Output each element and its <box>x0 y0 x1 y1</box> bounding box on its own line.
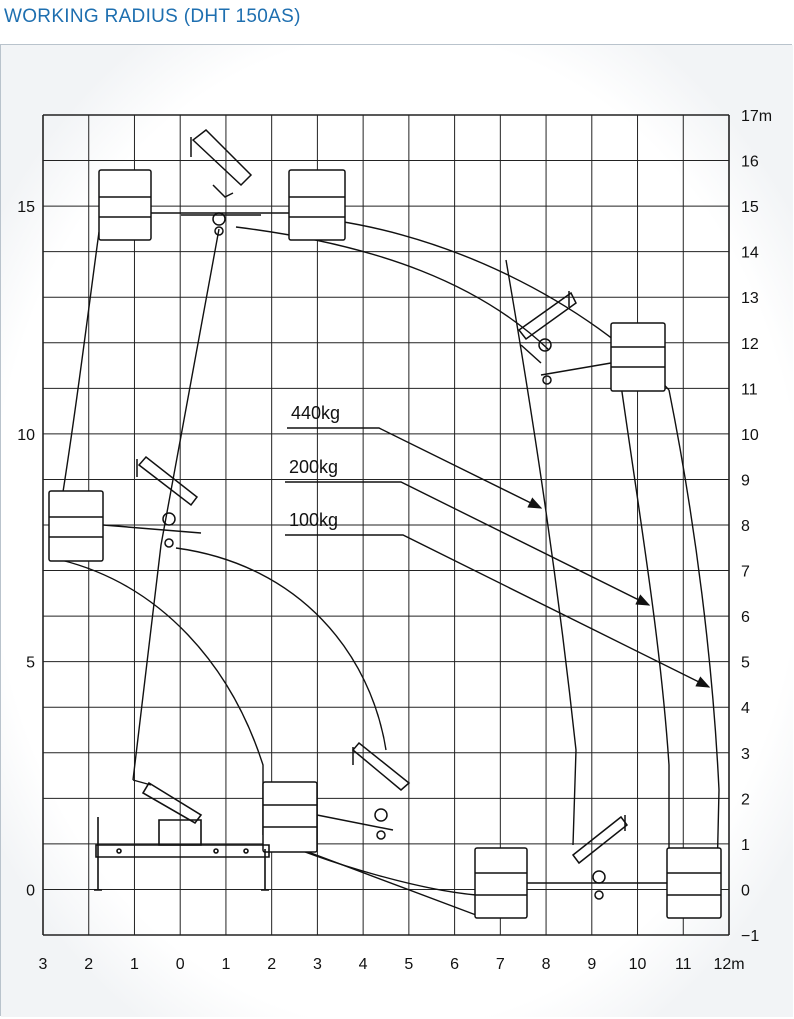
x-tick-label: 0 <box>176 956 185 973</box>
x-tick-label: 2 <box>267 956 276 973</box>
platform-bottom-right-a <box>474 847 528 919</box>
right-y-tick-label: 0 <box>741 882 750 899</box>
grid <box>42 114 730 936</box>
x-tick-label: 12m <box>713 956 744 973</box>
x-tick-label: 2 <box>84 956 93 973</box>
platform-top-right <box>288 169 346 241</box>
right-y-tick-label: −1 <box>741 928 759 945</box>
x-tick-label: 4 <box>359 956 368 973</box>
platform-positions <box>48 169 722 919</box>
envelope-lower-arc <box>175 547 387 751</box>
right-y-tick-label: 11 <box>741 381 758 398</box>
right-y-tick-label: 4 <box>741 700 750 717</box>
right-y-tick-label: 16 <box>741 154 759 171</box>
load-100kg-arrow: 100kg <box>285 510 711 688</box>
x-tick-label: 7 <box>496 956 505 973</box>
boom-line-1 <box>132 228 220 781</box>
x-tick-label: 1 <box>221 956 230 973</box>
right-y-tick-label: 12 <box>741 336 759 353</box>
envelope-right-440 <box>505 259 577 846</box>
truck-frame <box>95 844 270 858</box>
left-y-axis-ticks: 15 10 5 0 <box>17 199 35 899</box>
right-y-tick-label: 7 <box>741 564 750 581</box>
boom-head-bottom <box>527 815 667 900</box>
load-440kg-arrow: 440kg <box>287 403 543 509</box>
right-y-tick-label: 17m <box>741 108 772 125</box>
truck-base <box>94 781 270 891</box>
load-200kg-arrow: 200kg <box>285 457 651 606</box>
envelope-right-200 <box>620 384 670 860</box>
left-y-tick-label: 5 <box>26 655 35 672</box>
load-label-200kg: 200kg <box>289 457 338 477</box>
boom-head-right <box>517 291 612 385</box>
right-y-tick-label: 15 <box>741 199 759 216</box>
load-label-100kg: 100kg <box>289 510 338 530</box>
x-tick-label: 1 <box>130 956 139 973</box>
right-y-tick-label: 10 <box>741 427 759 444</box>
right-y-tick-label: 8 <box>741 518 750 535</box>
right-y-tick-label: 6 <box>741 609 750 626</box>
load-label-440kg: 440kg <box>291 403 340 423</box>
x-tick-label: 8 <box>542 956 551 973</box>
x-tick-label: 6 <box>450 956 459 973</box>
x-tick-label: 10 <box>629 956 647 973</box>
left-y-tick-label: 10 <box>17 427 35 444</box>
left-y-tick-label: 15 <box>17 199 35 216</box>
boom-head-left <box>102 455 202 548</box>
right-y-tick-label: 5 <box>741 655 750 672</box>
right-y-tick-label: 1 <box>741 837 750 854</box>
platform-lower-mid <box>262 781 318 853</box>
platform-mid-right <box>610 322 666 392</box>
outrigger-right <box>261 849 269 891</box>
right-y-tick-label: 14 <box>741 245 759 262</box>
outrigger-left <box>94 817 102 891</box>
truck-boom-stub <box>141 781 203 825</box>
left-y-tick-label: 0 <box>26 882 35 899</box>
load-arrows: 440kg 200kg 100kg <box>285 403 711 688</box>
x-tick-label: 3 <box>39 956 48 973</box>
platform-left <box>48 490 104 562</box>
boom-head-lower <box>316 741 411 840</box>
x-tick-label: 9 <box>587 956 596 973</box>
truck-turret <box>158 819 202 846</box>
reach-envelope <box>55 215 720 916</box>
right-y-tick-label: 9 <box>741 472 750 489</box>
boom-head-top <box>151 129 289 236</box>
right-y-tick-label: 3 <box>741 746 750 763</box>
platform-top-left <box>98 169 152 241</box>
x-tick-label: 5 <box>404 956 413 973</box>
envelope-inner-arc <box>60 559 264 835</box>
envelope-right-outer <box>668 389 720 878</box>
chart-title: WORKING RADIUS (DHT 150AS) <box>4 6 301 27</box>
right-y-tick-label: 13 <box>741 290 759 307</box>
x-tick-label: 11 <box>675 956 692 973</box>
right-y-tick-label: 2 <box>741 791 750 808</box>
platform-bottom-right-b <box>666 847 722 919</box>
boom-heads <box>102 129 667 900</box>
x-tick-label: 3 <box>313 956 322 973</box>
